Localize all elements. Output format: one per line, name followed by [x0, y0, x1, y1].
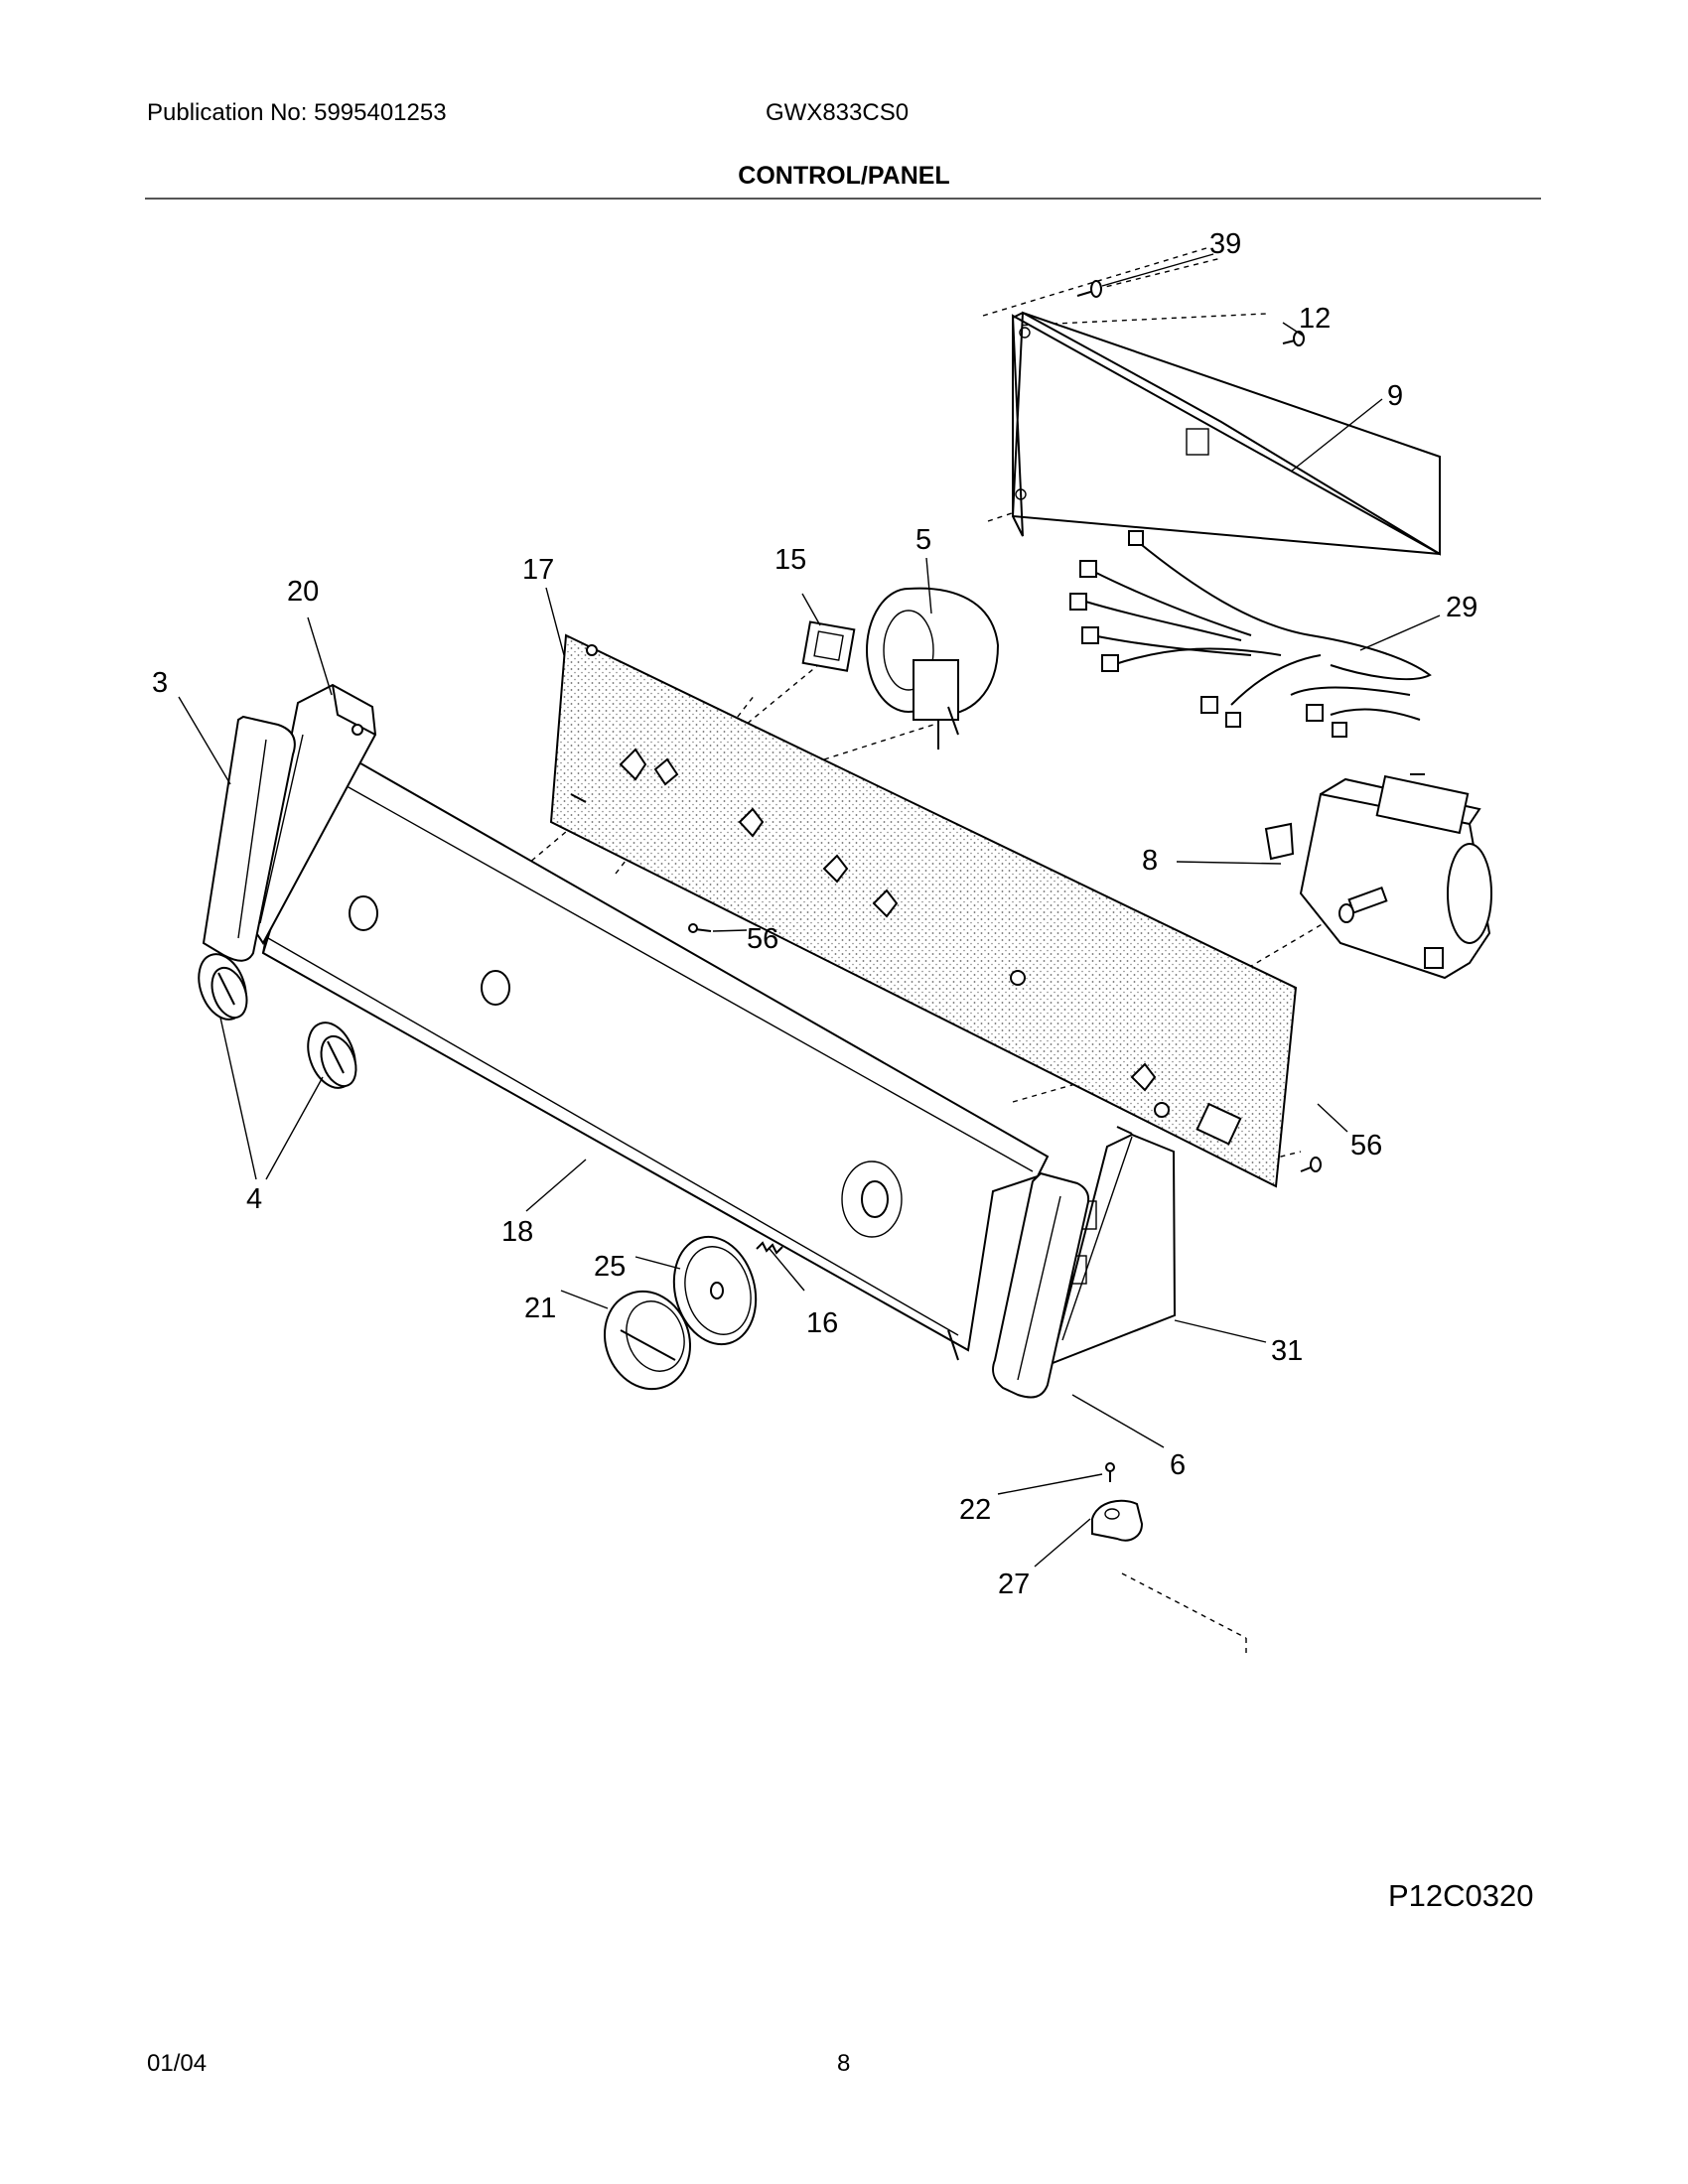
callout-labels: 39 12 9 29 5 15 17 20 3 8 56 56 4 18 25 … — [152, 228, 1477, 1600]
callout-20: 20 — [287, 576, 319, 608]
bracket-part-27 — [1091, 1499, 1144, 1542]
publication-number: Publication No: 5995401253 — [147, 99, 447, 126]
timer-part-8 — [1264, 774, 1492, 980]
motor-part-5 — [866, 587, 1000, 750]
callout-39: 39 — [1209, 228, 1241, 260]
figure-code: P12C0320 — [1388, 1878, 1534, 1913]
callout-3: 3 — [152, 667, 168, 699]
callout-22: 22 — [959, 1494, 991, 1526]
model-number: GWX833CS0 — [766, 99, 910, 126]
timer-knob-part-21 — [603, 1290, 692, 1391]
side-trim-part-6 — [992, 1171, 1090, 1399]
callout-56-left: 56 — [747, 923, 778, 955]
page-title: CONTROL/PANEL — [738, 162, 950, 190]
knob-parts-4 — [198, 953, 357, 1089]
callout-27: 27 — [998, 1569, 1030, 1600]
callout-31: 31 — [1271, 1335, 1303, 1367]
callout-4: 4 — [246, 1183, 262, 1215]
callout-12: 12 — [1299, 303, 1331, 335]
screw-part-39 — [1076, 280, 1102, 298]
callout-8: 8 — [1142, 845, 1158, 877]
spring-part-16 — [756, 1241, 783, 1255]
callout-21: 21 — [524, 1293, 556, 1324]
screws — [688, 280, 1322, 1482]
callout-15: 15 — [774, 544, 806, 576]
callout-9: 9 — [1387, 380, 1403, 412]
screw-part-22 — [1105, 1462, 1115, 1482]
callout-29: 29 — [1446, 592, 1477, 623]
control-board-part-17 — [549, 633, 1298, 1188]
callout-6: 6 — [1170, 1449, 1186, 1481]
header-divider — [145, 198, 1541, 200]
leader-lines — [178, 253, 1441, 1568]
callout-5: 5 — [915, 524, 931, 556]
console-part-18 — [261, 743, 1050, 1361]
dial-part-25 — [672, 1235, 758, 1346]
callout-17: 17 — [522, 554, 554, 586]
callout-16: 16 — [806, 1307, 838, 1339]
callout-18: 18 — [501, 1216, 533, 1248]
screw-part-56-left — [688, 923, 712, 933]
page-number: 8 — [837, 2050, 851, 2077]
callout-25: 25 — [594, 1251, 626, 1283]
footer-date: 01/04 — [147, 2050, 208, 2077]
screw-part-56-right — [1300, 1157, 1322, 1172]
switch-part-15 — [801, 620, 856, 672]
wire-harness-part-29 — [1069, 530, 1432, 775]
rear-panel-part-9 — [1011, 311, 1441, 556]
callout-56-right: 56 — [1350, 1130, 1382, 1161]
